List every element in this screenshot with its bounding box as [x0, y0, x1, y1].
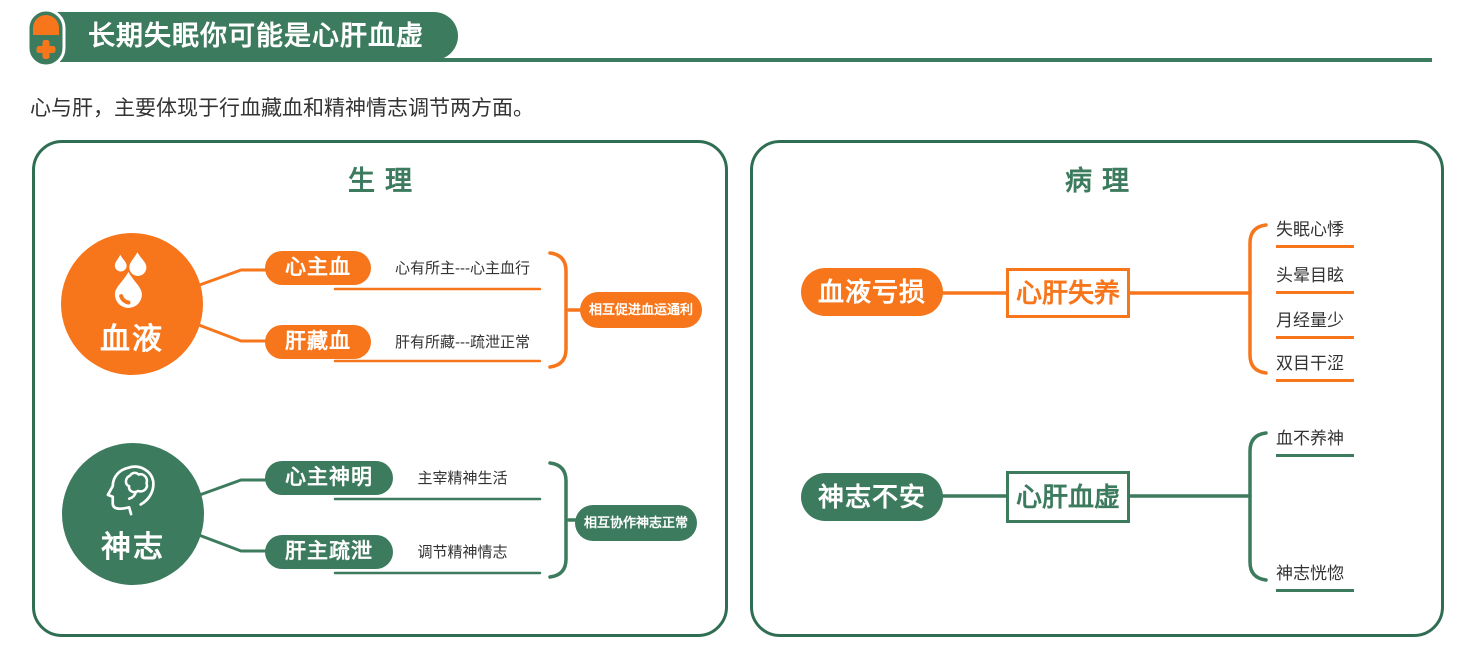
note-heart-governs-blood: 心有所主---心主血行 [395, 260, 530, 277]
symptom-dry-eyes: 双目干涩 [1276, 349, 1354, 382]
pathology-connector-lines [934, 223, 1268, 582]
capsule-icon [25, 7, 67, 74]
blood-drops-icon [105, 251, 159, 314]
physiology-title: 生理 [348, 166, 422, 196]
symptom-trance-absent-mindedness: 神志恍惚 [1276, 559, 1354, 592]
header-underline [60, 58, 1432, 62]
physiology-connector-lines [181, 251, 582, 579]
pill-liver-stores-blood: 肝藏血 [265, 325, 371, 359]
head-mind-icon [104, 463, 162, 522]
cause-pill-blood-loss: 血液亏损 [801, 268, 944, 316]
page-title-text: 长期失眠你可能是心肝血虚 [88, 21, 424, 51]
page-title: 长期失眠你可能是心肝血虚 [30, 12, 458, 60]
pill-liver-governs-dredging: 肝主疏泄 [265, 535, 393, 569]
note-liver-stores-blood: 肝有所藏---疏泄正常 [395, 334, 530, 351]
pill-heart-governs-blood: 心主血 [265, 251, 371, 285]
intro-text: 心与肝，主要体现于行血藏血和精神情志调节两方面。 [30, 97, 534, 120]
mind-conclusion-badge: 相互协作神志正常 [575, 505, 698, 541]
pathology-panel: 病理 血液亏损 心肝失养 失眠心悸 头晕目眩 月经量少 双目干涩 神志不安 心肝… [750, 140, 1444, 637]
cause-pill-restless-mind: 神志不安 [801, 473, 944, 521]
note-liver-governs-dredging: 调节精神情志 [417, 544, 508, 561]
blood-conclusion-badge: 相互促进血运通利 [580, 292, 703, 328]
symptom-scant-menses: 月经量少 [1276, 306, 1354, 339]
mind-topic-circle: 神志 [62, 443, 204, 585]
pathology-title: 病理 [1065, 166, 1139, 196]
symptom-insomnia-palpitations: 失眠心悸 [1276, 215, 1354, 248]
note-heart-governs-spirit: 主宰精神生活 [417, 470, 508, 487]
result-box-heart-liver-blood-deficiency: 心肝血虚 [1006, 471, 1130, 523]
physiology-panel: 生理 [32, 140, 728, 637]
pill-heart-governs-spirit: 心主神明 [265, 461, 393, 495]
result-box-heart-liver-malnourished: 心肝失养 [1006, 268, 1130, 318]
blood-topic-circle: 血液 [61, 233, 203, 375]
mind-topic-label: 神志 [101, 530, 165, 564]
symptom-dizziness: 头晕目眩 [1276, 261, 1354, 294]
blood-topic-label: 血液 [100, 322, 164, 356]
symptom-blood-not-nourishing-spirit: 血不养神 [1276, 424, 1354, 457]
